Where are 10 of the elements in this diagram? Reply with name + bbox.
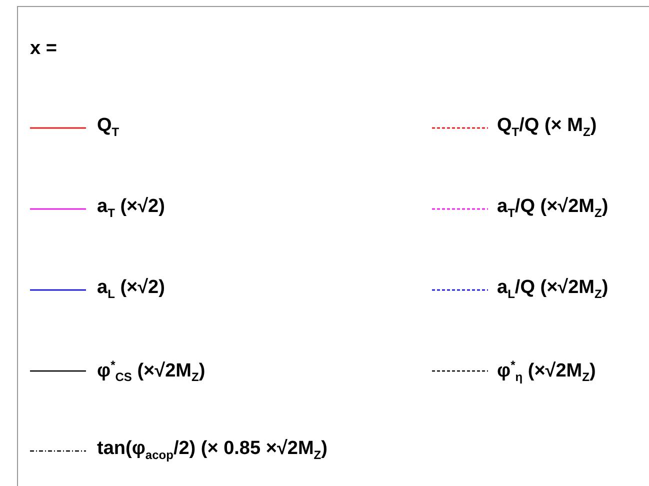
- legend-label: tan(φ$_{acop}$/2) (× 0.85 ×√2M$_{Z}$): [97, 438, 328, 462]
- legend-label: Q$_{T}$/Q (× M$_{Z}$): [497, 115, 597, 140]
- legend-title: x =: [30, 38, 57, 61]
- legend-label: a$_{T}$ (×√2): [97, 196, 165, 220]
- legend-label: φ$^{*}$$_{η}$ (×√2M$_{Z}$): [497, 358, 596, 385]
- legend-label: a$_{L}$ (×√2): [97, 277, 165, 302]
- legend-label: a$_{T}$/Q (×√2M$_{Z}$): [497, 196, 608, 220]
- legend-label: Q$_{T}$: [97, 115, 120, 140]
- legend-label: φ$^{*}$$_{CS}$ (×√2M$_{Z}$): [97, 358, 206, 385]
- legend-label: a$_{L}$/Q (×√2M$_{Z}$): [497, 277, 608, 302]
